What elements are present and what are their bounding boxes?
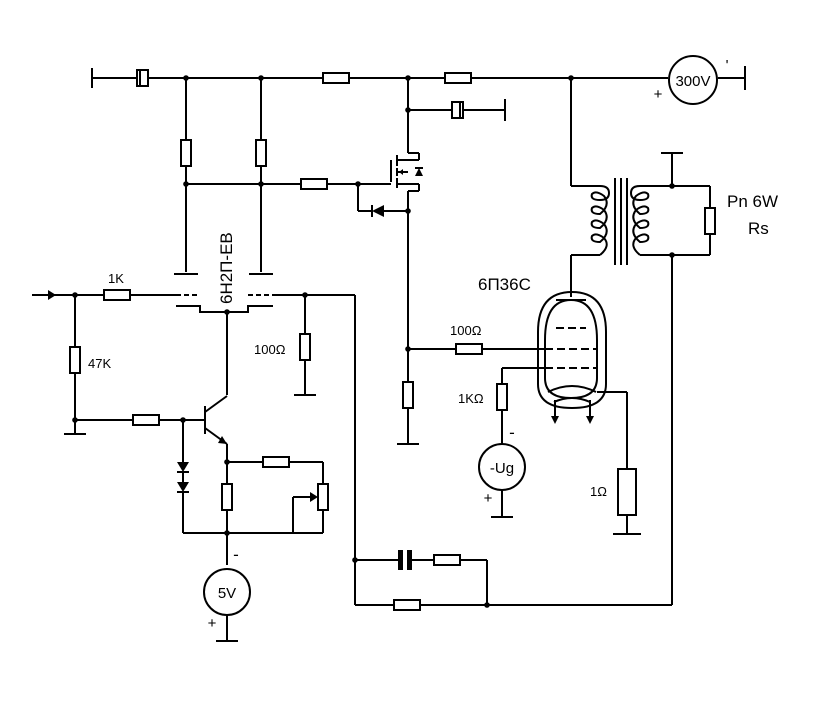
output-transformer: Pn 6W Rs xyxy=(570,78,778,297)
plate-resistors xyxy=(174,78,391,275)
rail-capacitor xyxy=(136,69,149,87)
mosfet-follower: 100Ω xyxy=(357,78,545,445)
input-stage: 1K 47K xyxy=(32,271,176,435)
rail-resistor-1 xyxy=(322,72,350,84)
output-power-label: Pn 6W xyxy=(727,192,778,211)
low-supply-plus: + xyxy=(208,615,217,632)
grid-bias-network: 1KΩ -Ug - + xyxy=(458,367,545,518)
cathode-resistor-label: 1Ω xyxy=(590,484,607,499)
bias-resistor-label: 47K xyxy=(88,356,111,371)
hv-prime-mark: ' xyxy=(726,57,729,74)
hv-plus-sign: + xyxy=(654,86,663,103)
rail-resistor-2 xyxy=(444,72,472,84)
neg-supply-label: -Ug xyxy=(490,460,514,477)
cathode-resistor: 1Ω xyxy=(590,468,641,535)
neg-supply-minus: - xyxy=(509,423,515,442)
triode-load-label: 100Ω xyxy=(254,342,286,357)
neg-supply-plus: + xyxy=(484,490,493,507)
power-tube: 6П36С xyxy=(478,275,628,469)
load-label: Rs xyxy=(748,219,769,238)
grid2-resistor-label: 100Ω xyxy=(450,323,482,338)
low-supply-label: 5V xyxy=(218,585,236,602)
feedback-network xyxy=(352,255,673,611)
grid1-resistor-label: 1KΩ xyxy=(458,391,484,406)
current-source xyxy=(75,395,329,565)
low-supply-minus: - xyxy=(233,545,239,564)
dual-triode: 6Н2П-ЕВ 100Ω xyxy=(176,232,356,605)
hv-supply-label: 300V xyxy=(675,73,710,90)
top-supply-rail xyxy=(91,66,746,90)
hv-supply: 300V + ' xyxy=(654,55,729,105)
low-voltage-supply: 5V - + xyxy=(203,545,251,642)
input-resistor-label: 1K xyxy=(108,271,124,286)
power-tube-label: 6П36С xyxy=(478,275,531,294)
triode-label: 6Н2П-ЕВ xyxy=(217,232,236,304)
